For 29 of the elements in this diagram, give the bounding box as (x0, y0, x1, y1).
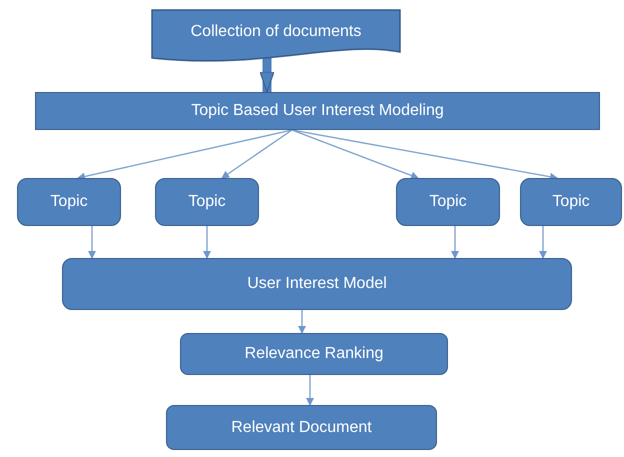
node-label: Relevance Ranking (244, 345, 384, 363)
process-box (396, 178, 500, 226)
arrow (451, 226, 459, 259)
arrow (88, 226, 96, 259)
arrow (292, 129, 558, 181)
document-shape (152, 10, 400, 62)
process-box (155, 178, 259, 226)
arrow (539, 226, 547, 259)
node-label: Topic (187, 193, 227, 211)
node-label: Topic (551, 193, 591, 211)
block-arrow (260, 58, 274, 92)
process-box (520, 178, 622, 226)
process-box (62, 258, 572, 310)
node-label: Topic (49, 193, 89, 211)
node-label: Topic Based User Interest Modeling (190, 102, 445, 120)
arrow (203, 226, 211, 259)
arrow (221, 129, 292, 179)
arrow (298, 310, 306, 334)
process-box (35, 92, 600, 130)
node-label: User Interest Model (246, 275, 388, 293)
process-box (180, 333, 448, 375)
arrow (292, 129, 419, 180)
node-label: Relevant Document (230, 418, 373, 436)
node-label: Collection of documents (190, 23, 362, 41)
arrow (77, 129, 292, 180)
arrow (306, 375, 314, 406)
process-box (17, 178, 121, 226)
node-label: Topic (428, 193, 468, 211)
process-box (166, 405, 437, 450)
